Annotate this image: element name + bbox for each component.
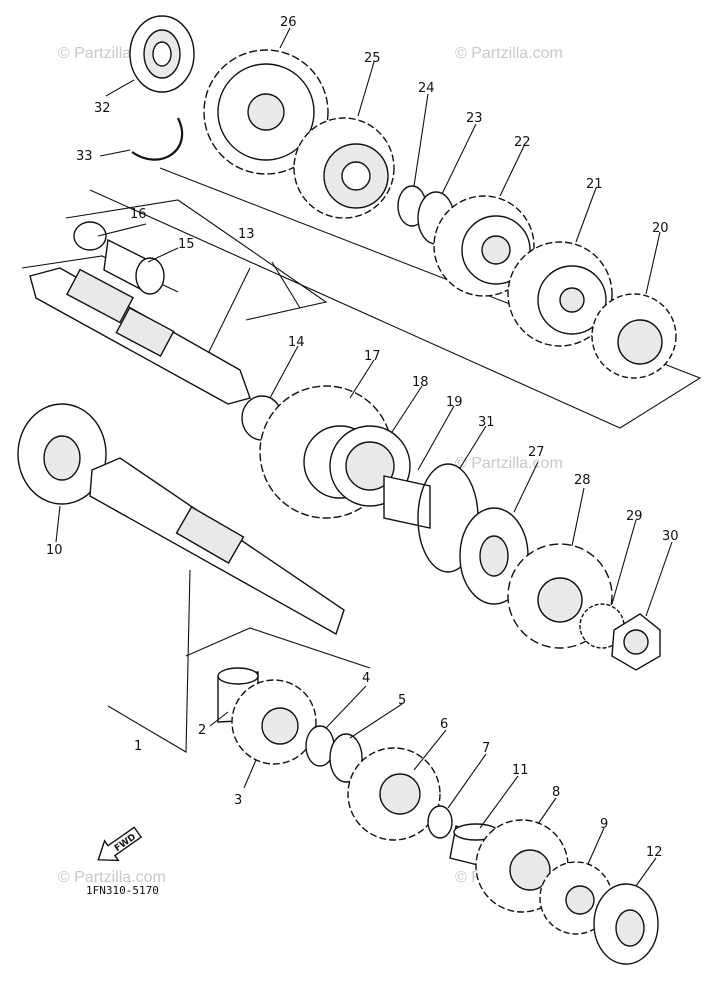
circlip-5 [329,733,363,783]
callout-17: 17 [364,349,381,364]
callout-27: 27 [528,445,545,460]
gear-6 [347,747,441,841]
main-shaft-1 [89,457,345,636]
forward-arrow-icon [97,826,143,862]
callout-30: 30 [662,529,679,544]
callout-11: 11 [512,763,529,778]
callout-labels: 1 2 3 4 5 6 7 8 9 10 11 12 13 14 15 16 1… [46,15,679,860]
gear-25 [293,117,395,219]
bearing-12 [593,883,659,965]
part-code: 1FN310-5170 [86,884,159,897]
callout-15: 15 [178,237,195,252]
main-axle-13 [29,267,251,405]
callout-3: 3 [234,793,242,808]
callout-28: 28 [574,473,591,488]
fwd-marker: FWD [97,826,143,862]
bearing-10 [17,403,107,505]
callout-1: 1 [134,739,142,754]
callout-18: 18 [412,375,429,390]
watermark-4: © Partzilla.com [58,869,166,886]
callout-29: 29 [626,509,643,524]
callout-26: 26 [280,15,297,30]
callout-10: 10 [46,543,63,558]
leader-lines [55,27,673,887]
nut-30 [611,613,661,671]
callout-21: 21 [586,177,603,192]
watermark-3: © Partzilla.com [455,455,563,472]
callout-25: 25 [364,51,381,66]
callout-22: 22 [514,135,531,150]
callout-9: 9 [600,817,608,832]
callout-8: 8 [552,785,560,800]
watermark-2: © Partzilla.com [455,45,563,62]
washer-7 [427,805,453,839]
callout-33: 33 [76,149,93,164]
gear-22 [433,195,535,297]
watermarks: © Partzilla.com © Partzilla.com © Partzi… [58,45,563,886]
callout-31: 31 [478,415,495,430]
callout-12: 12 [646,845,663,860]
callout-23: 23 [466,111,483,126]
callout-32: 32 [94,101,111,116]
collar-19 [383,475,431,529]
callout-16: 16 [130,207,147,222]
callout-4: 4 [362,671,370,686]
callout-5: 5 [398,693,406,708]
bearing-32 [129,15,195,93]
gear-20 [591,293,677,379]
bushing-15 [103,238,165,295]
callout-20: 20 [652,221,669,236]
callout-19: 19 [446,395,463,410]
callout-13: 13 [238,227,255,242]
circlip-33 [131,117,184,161]
callout-24: 24 [418,81,435,96]
gear-26 [203,49,329,175]
callout-2: 2 [198,723,206,738]
gear-3 [231,679,317,765]
callout-7: 7 [482,741,490,756]
gear-21 [507,241,613,347]
callout-14: 14 [288,335,305,350]
bushing-16 [73,221,107,251]
callout-6: 6 [440,717,448,732]
